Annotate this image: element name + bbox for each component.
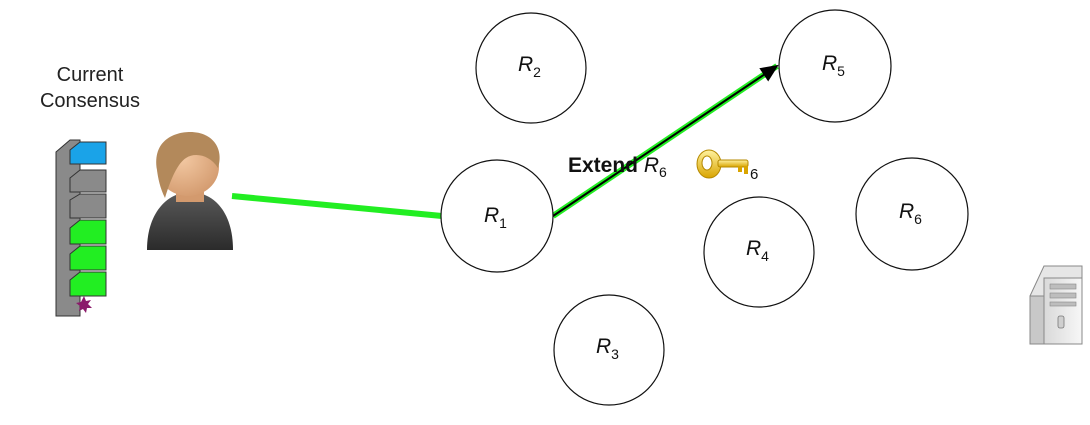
star-icon [76,296,92,313]
svg-text:R5: R5 [822,52,845,79]
extend-label: Extend R6 [568,154,667,180]
consensus-label: Current Consensus [20,62,160,114]
circuit-arrow-r1-r5 [552,64,779,217]
consensus-entry-blue [69,141,107,165]
key-subscript: 6 [750,166,759,183]
key-icon [696,149,749,179]
consensus-label-line1: Current [56,64,124,86]
relay-r3: R3 [553,294,665,406]
extend-word: Extend [568,154,639,177]
consensus-entry-gray [69,169,107,193]
svg-text:R3: R3 [596,335,619,362]
svg-text:R6: R6 [899,200,922,227]
user-icon [147,132,233,250]
extend-relay-letter: R [643,154,660,177]
extend-relay-sub: 6 [659,164,667,181]
svg-text:R4: R4 [746,237,769,264]
consensus-label-line2: Consensus [39,90,141,112]
circuit-path [231,63,779,219]
server-icon [1029,265,1083,345]
consensus-entry-green [69,271,107,297]
consensus-entry-green [69,245,107,271]
consensus-entry-green [69,219,107,245]
relay-nodes: R1 R2 R3 R4 R5 [440,9,969,406]
relay-r1: R1 [440,159,554,273]
consensus-document [55,139,107,317]
relay-r6: R6 [855,157,969,271]
relay-r5: R5 [778,9,892,123]
circuit-segment-user-r1 [231,193,443,219]
svg-text:R2: R2 [518,53,541,80]
svg-text:R1: R1 [484,204,507,231]
consensus-entry-gray [69,193,107,219]
relay-r4: R4 [703,196,815,308]
relay-r2: R2 [475,12,587,124]
